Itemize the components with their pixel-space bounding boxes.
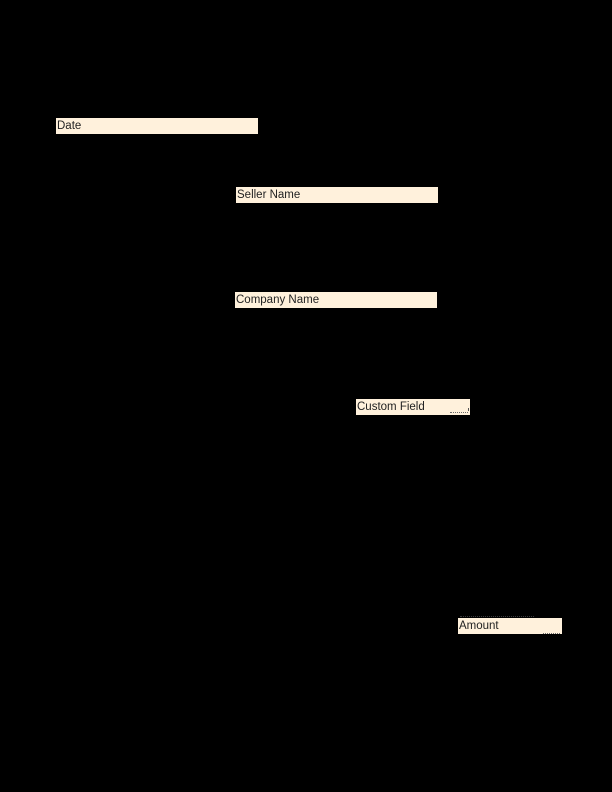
date-field[interactable]: Date <box>56 118 258 134</box>
amount-field-label: Amount <box>459 620 499 632</box>
custom-field-label: Custom Field <box>357 401 425 413</box>
date-field-label: Date <box>57 120 82 132</box>
company-name-field-label: Company Name <box>236 294 320 306</box>
amount-field[interactable]: Amount <box>458 618 562 634</box>
company-name-field[interactable]: Company Name <box>235 292 437 308</box>
seller-name-field[interactable]: Seller Name <box>236 187 438 203</box>
amount-field-top-mark <box>460 614 534 617</box>
seller-name-field-label: Seller Name <box>237 189 301 201</box>
custom-field[interactable]: Custom Field <box>356 399 470 415</box>
